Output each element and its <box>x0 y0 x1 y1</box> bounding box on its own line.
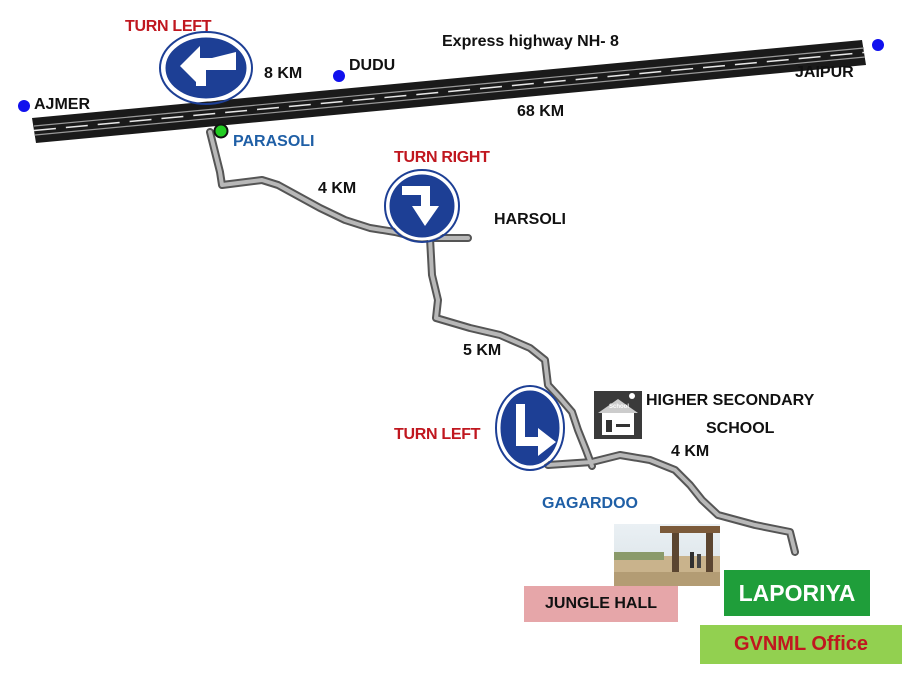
dudu-marker <box>333 70 345 82</box>
distance-4km-label-1: 4 KM <box>318 180 357 197</box>
local-road <box>206 128 799 556</box>
school-label-line2: SCHOOL <box>706 420 775 437</box>
turn-left-label-1: TURN LEFT <box>125 18 212 35</box>
turn-left-sign-icon <box>159 31 253 105</box>
laporiya-label: LAPORIYA <box>738 579 856 606</box>
highway-distance-label: 68 KM <box>517 103 565 120</box>
turn-right-label: TURN RIGHT <box>394 149 490 166</box>
ajmer-marker <box>18 100 30 112</box>
school-icon-text: School <box>609 404 630 410</box>
turn-left-sign-2-icon <box>495 385 565 471</box>
jungle-hall-box: JUNGLE HALL <box>524 586 678 622</box>
jaipur-marker <box>872 39 884 51</box>
turn-right-sign-icon <box>384 169 460 243</box>
jaipur-label: JAIPUR <box>795 64 854 81</box>
jungle-hall-photo <box>614 524 720 586</box>
jungle-hall-label: JUNGLE HALL <box>545 595 657 612</box>
harsoli-label: HARSOLI <box>494 211 566 228</box>
parasoli-marker <box>213 123 229 139</box>
distance-5km-label: 5 KM <box>463 342 502 359</box>
school-icon <box>594 391 642 439</box>
ajmer-label: AJMER <box>34 96 91 113</box>
distance-8km-label: 8 KM <box>264 65 303 82</box>
highway-name-label: Express highway NH- 8 <box>442 33 619 50</box>
parasoli-label: PARASOLI <box>233 133 315 150</box>
highway-nh8 <box>32 40 866 143</box>
distance-4km-label-2: 4 KM <box>671 443 710 460</box>
turn-left-label-2: TURN LEFT <box>394 426 481 443</box>
gagardoo-label: GAGARDOO <box>542 495 638 512</box>
laporiya-box: LAPORIYA <box>724 570 870 616</box>
gvnml-office-label: GVNML Office <box>733 633 869 655</box>
school-label-line1: HIGHER SECONDARY <box>646 392 815 409</box>
dudu-label: DUDU <box>349 57 396 74</box>
gvnml-office-box: GVNML Office <box>700 625 902 664</box>
